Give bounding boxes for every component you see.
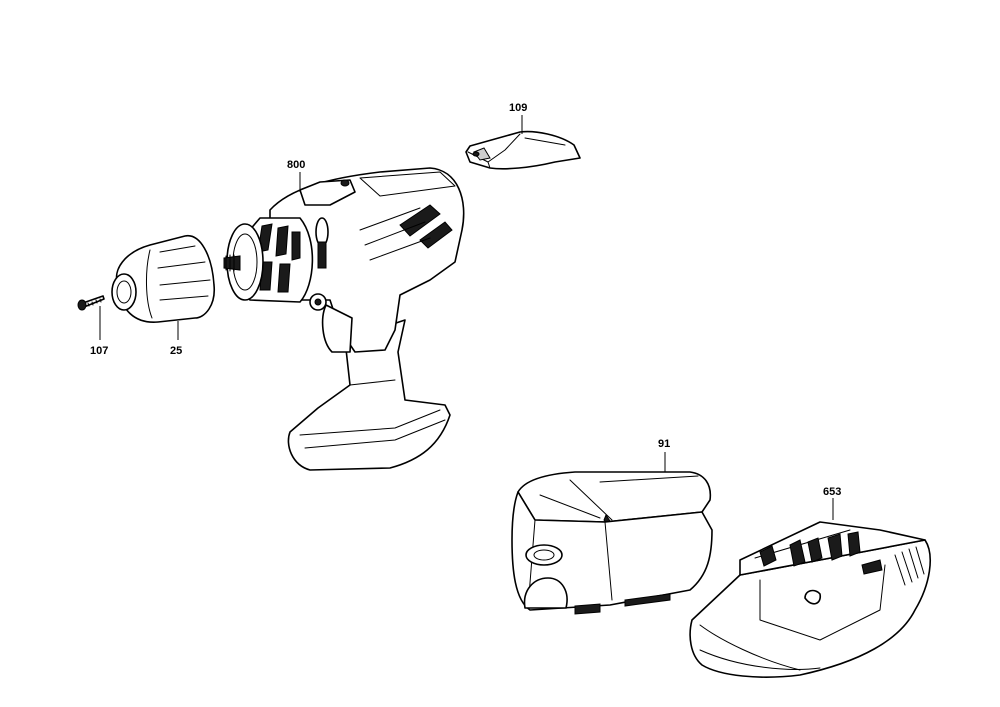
label-109: 109	[509, 102, 527, 114]
label-91: 91	[658, 438, 670, 450]
charger-part-653: 653	[689, 486, 931, 678]
label-800: 800	[287, 159, 305, 171]
screw-part-107: 107	[77, 295, 108, 357]
bit-holder-part-109: 109	[465, 102, 581, 170]
chuck-part-25: 25	[111, 235, 215, 357]
label-25: 25	[170, 345, 182, 357]
drill-body-part-800: 800	[223, 159, 465, 471]
battery-pack-part-91: 91	[511, 438, 713, 615]
label-107: 107	[90, 345, 108, 357]
label-653: 653	[823, 486, 841, 498]
